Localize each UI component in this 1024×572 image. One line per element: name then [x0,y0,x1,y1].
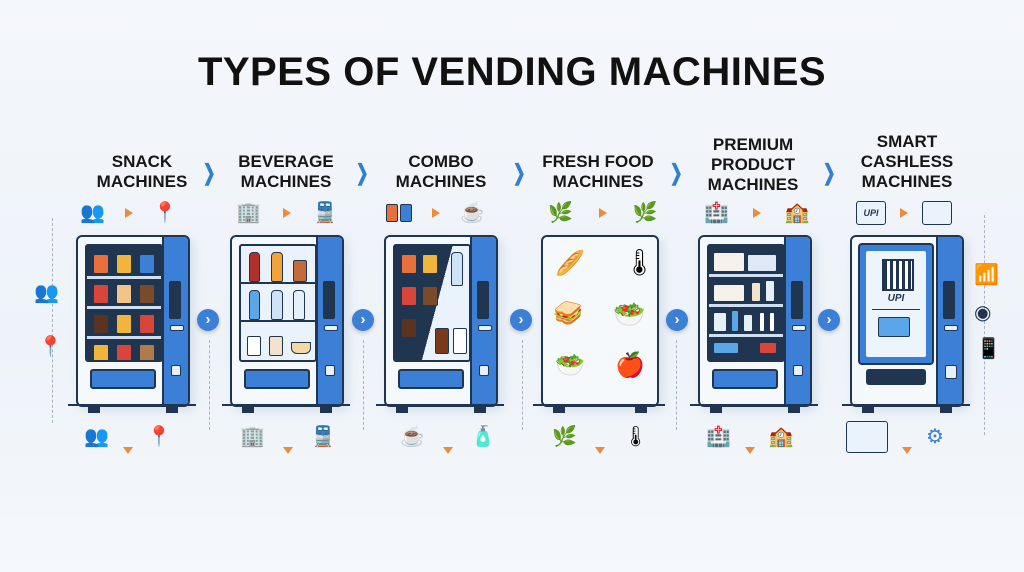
fresh-food-machine: 🥖 🌡 🥪 🥗 🥗 🍎 [541,235,659,413]
office-building-icon: 🏢 [236,202,261,224]
arrow-right-icon [598,208,607,218]
people-icon: 👥 [80,202,105,224]
premium-product-machine [698,235,812,413]
connector-line [209,340,210,430]
people-icon: 👥 [84,426,109,448]
arrow-down-icon [902,446,912,454]
school-icon: 🏫 [768,426,794,448]
next-arrow-icon: › [197,309,219,331]
qr-code-icon [882,259,914,291]
smart-cashless-machine: UPI [850,235,964,413]
product-window [85,244,163,362]
people-icon: 👥 [34,282,59,304]
upi-card-icon: UPI [856,201,886,225]
wifi-icon: 📶 [974,264,999,286]
combo-machine [384,235,498,413]
arrow-right-icon [124,208,133,218]
product-window [239,244,317,362]
connector-line [522,340,523,430]
upi-logo: UPI [887,293,905,304]
arrow-right-icon [432,208,440,218]
salad-bowl-icon: 🥗 [555,352,585,379]
location-pin-icon: 📍 [146,426,172,448]
chevron-right-icon: ❯ [669,160,683,185]
leaves-icon: 🌿 [548,202,573,224]
school-icon: 🏫 [784,202,810,224]
location-pin-icon: 📍 [38,336,63,358]
leaves-icon: 🌿 [552,426,577,448]
chevron-right-icon: ❯ [202,160,216,185]
touch-screen: UPI [858,243,934,365]
next-arrow-icon: › [666,309,688,331]
dashboard-icon [922,201,952,225]
thermometer-icon: 🌡 [622,426,649,448]
phone-icon: 📱 [976,338,1001,360]
sandwich-icon: 🥖 [555,250,585,277]
next-arrow-icon: › [352,309,374,331]
arrow-down-icon [282,446,293,454]
connector-line [52,218,53,423]
gear-network-icon: ⚙ [926,426,944,448]
analytics-window-icon [846,421,888,453]
office-building-icon: 🏢 [240,426,265,448]
train-icon: 🚆 [312,202,338,224]
nfc-icon: ◉ [974,302,992,324]
chevron-right-icon: ❯ [512,160,526,185]
salad-plate-icon: 🥗 [613,299,646,329]
hospital-icon: 🏥 [706,426,731,448]
sandwich-icon: 🥪 [553,300,583,327]
keypad [169,281,181,319]
connector-line [984,215,985,435]
location-pin-icon: 📍 [152,202,178,224]
next-arrow-icon: › [510,309,532,331]
chevron-right-icon: ❯ [355,160,369,185]
dispense-tray [90,369,156,389]
bottles-icon: 🧴 [470,426,496,448]
chevron-right-icon: ❯ [822,160,836,185]
dispense-tray [866,369,926,385]
thermometer-icon: 🌡 [623,247,657,277]
leaves-icon: 🌿 [632,202,658,224]
product-window [707,244,785,362]
page-title: TYPES OF VENDING MACHINES [197,50,827,94]
next-arrow-icon: › [818,309,840,331]
card-tap-icon [878,317,910,337]
arrow-down-icon [122,446,133,454]
hospital-icon: 🏥 [704,202,729,224]
snack-machine [76,235,190,413]
arrow-down-icon [744,446,755,454]
beverage-machine [230,235,344,413]
arrow-down-icon [442,446,453,454]
arrow-right-icon [282,208,291,218]
arrow-right-icon [752,208,761,218]
coffee-cups-icon: ☕ [460,202,485,224]
product-window [393,244,471,362]
connector-line [676,340,677,430]
connector-line [363,340,364,430]
snack-bags-icon [386,204,412,222]
fruit-bowl-icon: 🍎 [615,352,645,379]
coffee-cup-icon: ☕ [400,426,425,448]
arrow-down-icon [594,446,605,454]
train-icon: 🚆 [310,426,336,448]
arrow-right-icon [900,208,908,218]
